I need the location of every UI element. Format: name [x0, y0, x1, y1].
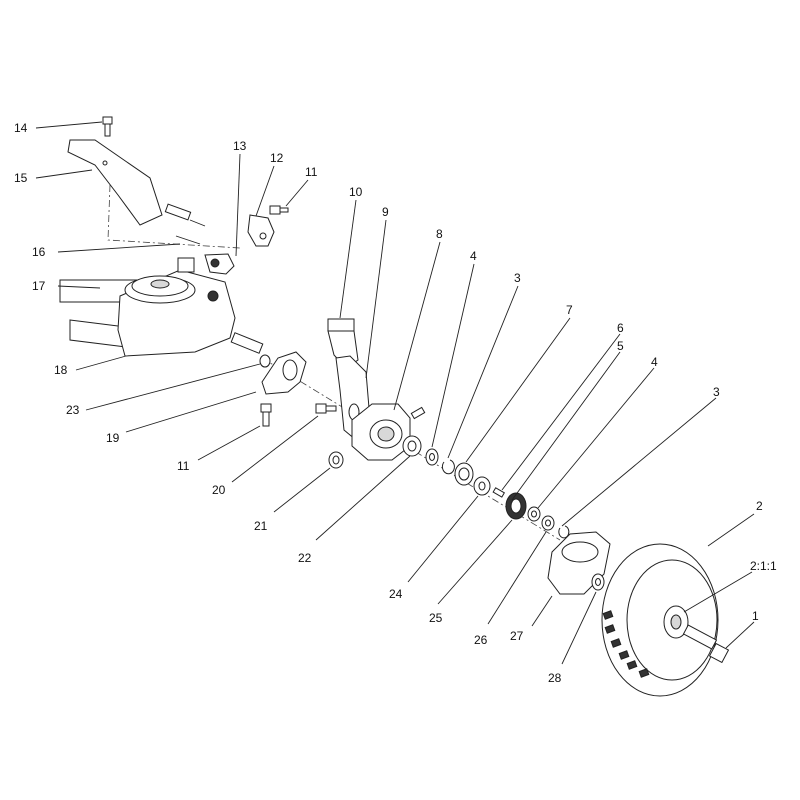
part-2-wheel	[601, 543, 719, 697]
callout-25: 25	[429, 611, 443, 625]
callout-4-lower: 4	[651, 355, 658, 369]
part-14-screw	[102, 116, 113, 137]
part-6-key	[492, 487, 506, 498]
callout-26: 26	[474, 633, 488, 647]
callout-12: 12	[270, 151, 284, 165]
callout-6: 6	[617, 321, 624, 335]
part-25-pinion-gear	[505, 492, 527, 520]
part-4-washer-a	[425, 448, 439, 466]
callout-9: 9	[382, 205, 389, 219]
part-11-screw-lower	[260, 403, 272, 427]
part-20-bolt	[315, 403, 337, 414]
callout-21: 21	[254, 519, 268, 533]
callout-7: 7	[566, 303, 573, 317]
callout-13: 13	[233, 139, 247, 153]
part-13-idler	[204, 253, 235, 275]
callout-2: 2	[756, 499, 763, 513]
part-21-nut	[328, 451, 344, 469]
callout-16: 16	[32, 245, 46, 259]
callout-19: 19	[106, 431, 120, 445]
callout-15: 15	[14, 171, 28, 185]
callout-28: 28	[548, 671, 562, 685]
callout-24: 24	[389, 587, 403, 601]
part-15-bracket	[67, 139, 163, 226]
part-28-bushing	[591, 573, 605, 591]
part-18-transmission	[117, 257, 264, 357]
part-3-ring-a	[441, 459, 455, 475]
callout-2-1-1: 2:1:1	[750, 559, 777, 573]
callout-23: 23	[66, 403, 80, 417]
part-22-bearing	[402, 435, 422, 457]
callout-11-upper: 11	[305, 165, 318, 179]
callout-17: 17	[32, 279, 46, 293]
part-7-washer	[454, 462, 474, 486]
callout-18: 18	[54, 363, 68, 377]
part-16-pin	[164, 203, 206, 245]
callout-4-upper: 4	[470, 249, 477, 263]
callout-5: 5	[617, 339, 624, 353]
callout-22: 22	[298, 551, 312, 565]
part-19-bracket	[261, 351, 307, 395]
callout-10: 10	[349, 185, 363, 199]
part-26-washer	[541, 515, 555, 531]
callout-1: 1	[752, 609, 759, 623]
callout-labels: 14 15 13 12 11 10 9 8 4 3 7 6 5 4 3 16 1…	[14, 121, 777, 685]
part-23-washer	[259, 354, 271, 368]
assembly-axis-upper	[107, 184, 241, 249]
callout-20: 20	[212, 483, 226, 497]
callout-27: 27	[510, 629, 524, 643]
leader-lines	[35, 121, 755, 665]
part-11-screw-upper	[269, 205, 289, 215]
part-12-cable-bracket	[247, 214, 275, 247]
callout-8: 8	[436, 227, 443, 241]
part-3-ring-b	[558, 525, 570, 539]
callout-3-lower: 3	[713, 385, 720, 399]
callout-14: 14	[14, 121, 28, 135]
part-8-gear-housing	[351, 403, 426, 461]
part-4-washer-b	[527, 506, 541, 522]
callout-3-upper: 3	[514, 271, 521, 285]
callout-11-lower: 11	[177, 459, 190, 473]
part-24-washer	[473, 476, 491, 496]
part-1-axle-bolt	[682, 624, 730, 664]
